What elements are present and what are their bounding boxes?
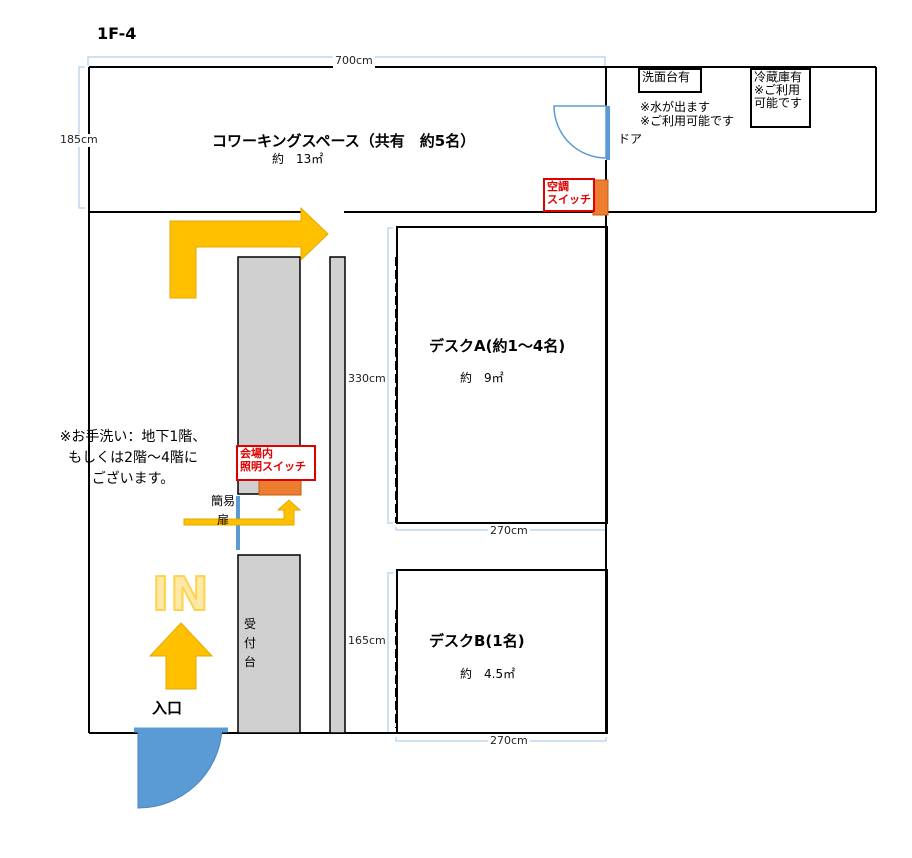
- ac-switch-label-box: 空調 スイッチ: [543, 178, 595, 212]
- ac-switch-marker: [592, 179, 609, 216]
- height-dim-165: [387, 572, 393, 734]
- restroom-note-line-2: もしくは2階～4階に: [68, 450, 198, 466]
- light-switch-line-2: 照明スイッチ: [240, 459, 306, 473]
- light-switch-marker: [258, 479, 302, 496]
- fridge-line-1: 冷蔵庫有: [754, 70, 803, 84]
- route-arrow-small: [183, 499, 302, 526]
- ac-switch-line-2: スイッチ: [547, 192, 591, 206]
- desk-b-area: 約 4.5㎡: [460, 667, 516, 681]
- fridge-box: 冷蔵庫有 ※ご利用 可能です: [750, 68, 811, 128]
- sink-note-2: ※ご利用可能です: [640, 114, 735, 128]
- fridge-line-2: ※ご利用: [754, 83, 801, 98]
- desk-b-name: デスクB(1名): [429, 632, 525, 650]
- desk-a-height-label: 330cm: [348, 372, 386, 386]
- desk-b-room: [396, 569, 608, 734]
- sink-note-1: ※水が出ます: [640, 100, 711, 114]
- door-label: ドア: [618, 132, 643, 146]
- fridge-line-3: 可能です: [754, 96, 803, 111]
- coworking-area: 約 13㎡: [272, 152, 324, 166]
- light-switch-line-1: 会場内: [240, 447, 273, 460]
- restroom-note: ※お手洗い：地下1階、 もしくは2階～4階に ございます。: [18, 427, 248, 490]
- restroom-note-line-3: ございます。: [91, 471, 175, 487]
- simple-door-label: 簡易扉: [210, 494, 235, 528]
- entrance-door: [137, 729, 223, 809]
- width-dim-label: 700cm: [333, 54, 375, 68]
- desk-a-width-label: 270cm: [488, 524, 530, 538]
- coworking-name: コワーキングスペース（共有 約5名）: [212, 132, 476, 150]
- entrance-label: 入口: [152, 699, 183, 717]
- coworking-height-label: 185cm: [60, 133, 98, 147]
- desk-a-name: デスクA(約1～4名): [429, 337, 566, 355]
- height-dim-330: [387, 227, 393, 524]
- sink-box: 洗面台有: [638, 68, 702, 93]
- desk-b-width-label: 270cm: [488, 734, 530, 748]
- reception-label: 受付台: [243, 617, 256, 670]
- light-switch-label-box: 会場内 照明スイッチ: [236, 445, 316, 481]
- sink-label: 洗面台有: [642, 70, 691, 84]
- reception-counter: [237, 554, 301, 734]
- ac-switch-line-1: 空調: [547, 180, 569, 193]
- coworking-door: [553, 105, 607, 159]
- desk-a-area: 約 9㎡: [460, 371, 504, 385]
- desk-b-height-label: 165cm: [348, 634, 386, 648]
- partition-right: [329, 256, 346, 734]
- route-arrow-large: [169, 206, 329, 299]
- page-title: 1F-4: [97, 24, 137, 43]
- entrance-arrow: [148, 622, 214, 690]
- restroom-note-line-1: ※お手洗い：地下1階、: [59, 429, 207, 445]
- in-label: IN: [151, 567, 210, 622]
